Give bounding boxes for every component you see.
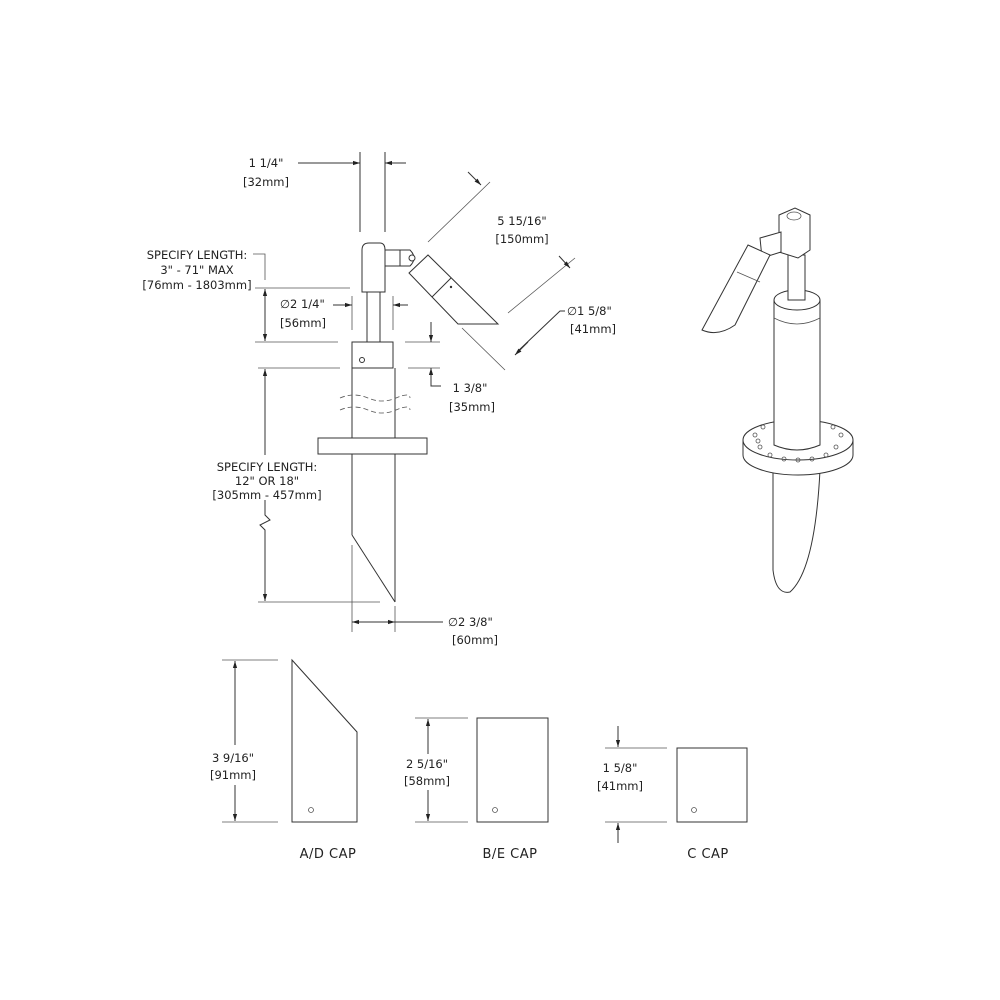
extension-line — [507, 257, 576, 314]
isometric-view — [701, 207, 854, 593]
collar-height-inch: 1 3/8" — [453, 381, 488, 395]
lamp-length-inch: 5 15/16" — [497, 214, 546, 228]
lamp-seam — [431, 277, 452, 298]
lamp-body — [408, 254, 500, 325]
lamp-length-mm: [150mm] — [495, 232, 548, 246]
stake-tip — [351, 534, 396, 603]
iso-body — [773, 299, 821, 451]
head-block — [361, 242, 386, 293]
cap-ad-label: A/D CAP — [300, 847, 357, 862]
elevation-view: 1 1/4" [32mm] ∅2 3/8" [60mm] — [142, 152, 616, 647]
knuckle-screw — [408, 254, 416, 262]
collar — [351, 341, 394, 369]
iso-stem — [787, 254, 806, 301]
iso-lamp-seam — [736, 271, 761, 283]
cap-be-mm: [58mm] — [404, 774, 450, 788]
cap-ad: 3 9/16" [91mm] A/D CAP — [205, 658, 358, 862]
collar-height-mm: [35mm] — [449, 400, 495, 414]
iso-head-hole — [786, 211, 802, 221]
leader-line — [516, 310, 565, 353]
cap-ad-mm: [91mm] — [210, 768, 256, 782]
pole-width-inch: 1 1/4" — [249, 156, 284, 170]
stake-diameter-inch: ∅2 3/8" — [448, 615, 493, 629]
stake-length-title: SPECIFY LENGTH: — [217, 460, 318, 474]
collar-screw — [359, 357, 365, 363]
cap-ad-inch: 3 9/16" — [212, 751, 254, 765]
stake-length-range: 12" OR 18" — [235, 474, 299, 488]
cap-c: 1 5/8" [41mm] C CAP — [597, 726, 748, 862]
dimension-arrow — [467, 171, 482, 186]
dimension-arrow — [259, 500, 271, 601]
iso-head — [778, 207, 811, 259]
cap-be: 2 5/16" [58mm] B/E CAP — [400, 717, 549, 862]
cap-screw — [308, 807, 314, 813]
stem — [366, 291, 381, 343]
cap-ad-outline — [291, 658, 358, 823]
upper-length-mm: [76mm - 1803mm] — [142, 278, 251, 292]
cap-be-inch: 2 5/16" — [406, 757, 448, 771]
iso-lamp — [701, 244, 771, 334]
dimension-line — [427, 181, 491, 243]
dimension-arrow — [558, 255, 571, 269]
stake-diameter-mm: [60mm] — [452, 633, 498, 647]
break-line — [339, 406, 411, 414]
leader-line — [253, 253, 266, 280]
dimension-arrow — [428, 368, 441, 387]
cap-c-label: C CAP — [687, 847, 729, 862]
lamp-diameter-mm: [41mm] — [570, 322, 616, 336]
extension-line — [461, 327, 506, 371]
iso-flange-holes — [752, 424, 844, 463]
cap-c-inch: 1 5/8" — [603, 761, 638, 775]
stem-diameter-inch: ∅2 1/4" — [280, 297, 325, 311]
stake-length-mm: [305mm - 457mm] — [212, 488, 321, 502]
cap-be-label: B/E CAP — [483, 847, 538, 862]
label-bg — [205, 748, 263, 784]
label-bg — [400, 754, 456, 790]
cap-be-outline — [476, 717, 549, 823]
upper-length-title: SPECIFY LENGTH: — [147, 248, 248, 262]
lamp-screw — [449, 285, 453, 289]
dimension-arrow — [514, 341, 529, 356]
cap-c-mm: [41mm] — [597, 779, 643, 793]
break-line — [339, 394, 411, 402]
cap-screw — [691, 807, 697, 813]
lamp-diameter-inch: ∅1 5/8" — [567, 304, 612, 318]
flange — [317, 437, 428, 455]
cap-c-outline — [676, 747, 748, 823]
stem-diameter-mm: [56mm] — [280, 316, 326, 330]
upper-length-range: 3" - 71" MAX — [160, 263, 233, 277]
pole-width-mm: [32mm] — [243, 175, 289, 189]
cap-screw — [492, 807, 498, 813]
iso-stake — [772, 469, 821, 593]
iso-collar-seam — [773, 317, 821, 325]
